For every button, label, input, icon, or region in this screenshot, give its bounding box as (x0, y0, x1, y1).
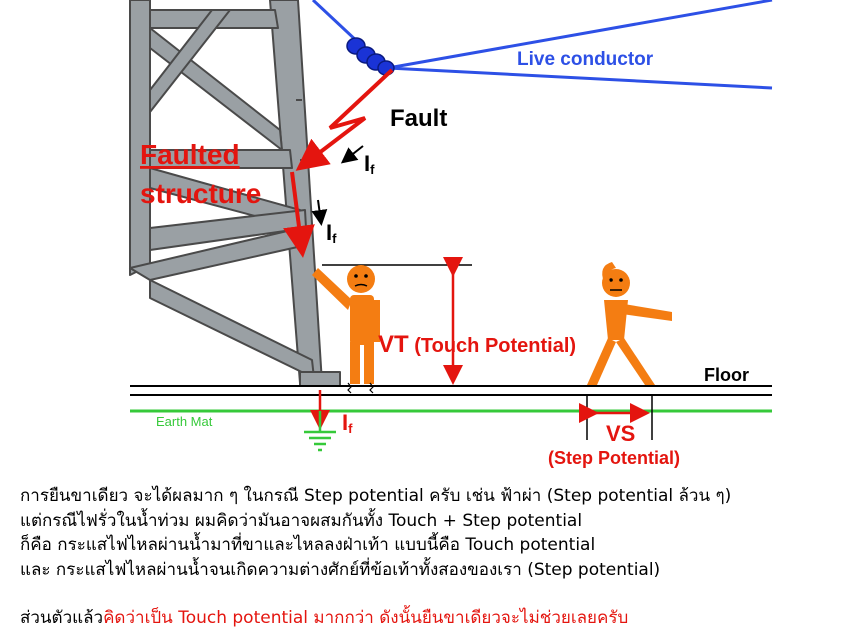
floor-label: Floor (704, 365, 749, 385)
caption-text: การยืนขาเดียว จะได้ผลมาก ๆ ในกรณี Step p… (20, 484, 850, 631)
caption-line-5-red: คิดว่าเป็น Touch potential มากกว่า ดังนั… (103, 608, 629, 628)
live-conductor-label: Live conductor (517, 49, 654, 70)
faulted-structure-label-line1: Faulted (140, 139, 240, 170)
fault-arc-icon (295, 68, 394, 171)
caption-line-2: แต่กรณีไฟรั่วในน้ำท่วม ผมคิดว่ามันอาจผสม… (20, 510, 583, 531)
ground-current-label: If (342, 410, 353, 436)
caption-line-3: ก็คือ กระแสไฟไหลผ่านน้ำมาที่ขาและไหลลงฝ่… (20, 535, 596, 555)
leg-current-arrow (283, 171, 315, 258)
touch-potential-label: VT (Touch Potential) (378, 331, 576, 358)
caption-line-5-black: ส่วนตัวแล้ว (20, 608, 104, 628)
person-touching-tower-icon (312, 265, 380, 394)
caption-line-4: และ กระแสไฟไหลผ่านน้ำจนเกิดความต่างศักย์… (20, 559, 661, 580)
vs-label: VS (606, 421, 635, 446)
caption-line-5: ส่วนตัวแล้วคิดว่าเป็น Touch potential มา… (20, 606, 850, 631)
person-standing-icon (587, 262, 672, 385)
earth-mat-label: Earth Mat (156, 414, 213, 429)
leg-current-small-arrow (311, 199, 328, 226)
leg-current-label: If (326, 220, 337, 246)
fault-label: Fault (390, 105, 447, 132)
fault-current-arrow (340, 145, 364, 164)
fault-current-label: If (364, 151, 375, 177)
step-potential-label: (Step Potential) (548, 448, 680, 468)
faulted-structure-label-line2: structure (140, 178, 261, 209)
insulator-icon (346, 37, 395, 76)
caption-line-1: การยืนขาเดียว จะได้ผลมาก ๆ ในกรณี Step p… (20, 486, 732, 506)
touch-step-potential-diagram: Live conductor Fault If Faulted structur… (129, 0, 773, 468)
live-conductor (311, 0, 773, 90)
ground-symbol-icon (304, 411, 336, 452)
transmission-tower (129, 0, 341, 387)
